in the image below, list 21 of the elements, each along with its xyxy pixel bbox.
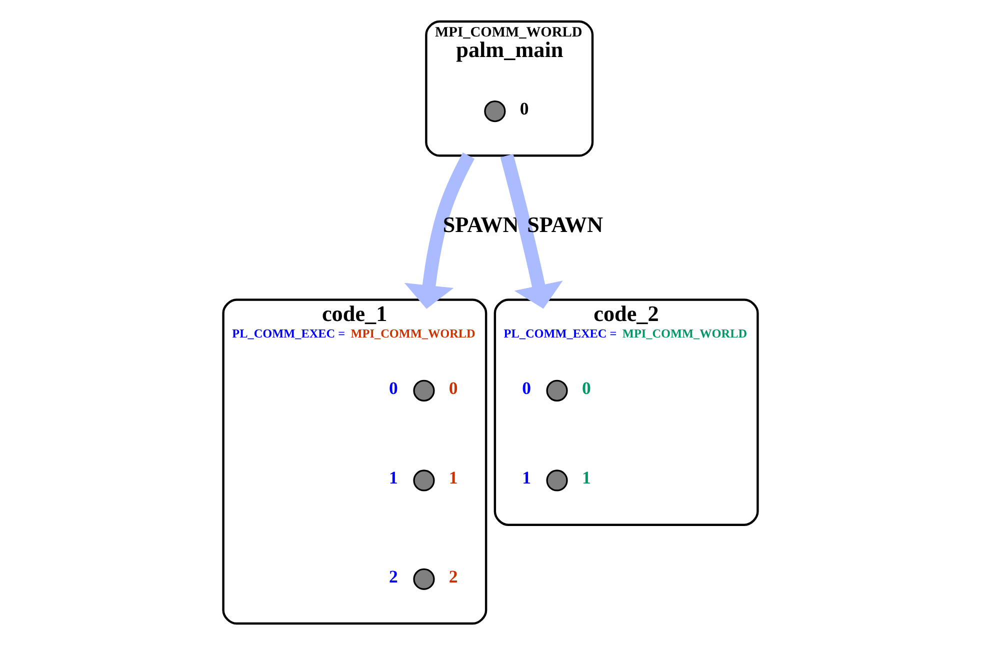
- node-circle: [546, 380, 568, 402]
- node-circle: [546, 470, 568, 492]
- node-circle: [413, 470, 435, 492]
- arrow: [404, 152, 475, 309]
- node-label: 0: [389, 378, 398, 398]
- node-label: 0: [448, 378, 458, 398]
- node-circle: [413, 380, 435, 402]
- arrow: [500, 154, 563, 309]
- edge-label: SPAWN: [527, 212, 604, 238]
- node-circle: [484, 100, 506, 122]
- edge-label: SPAWN: [442, 212, 519, 238]
- node-label: 0: [522, 378, 531, 398]
- node-circle: [413, 568, 435, 590]
- node-label: 2: [448, 566, 458, 586]
- node-label: 2: [389, 566, 398, 586]
- node-label: 1: [448, 468, 458, 488]
- node-label: 1: [582, 468, 591, 488]
- node-label: 1: [522, 468, 531, 488]
- node-label: 0: [582, 378, 591, 398]
- node-label: 1: [389, 468, 398, 488]
- node-label: 0: [520, 98, 529, 118]
